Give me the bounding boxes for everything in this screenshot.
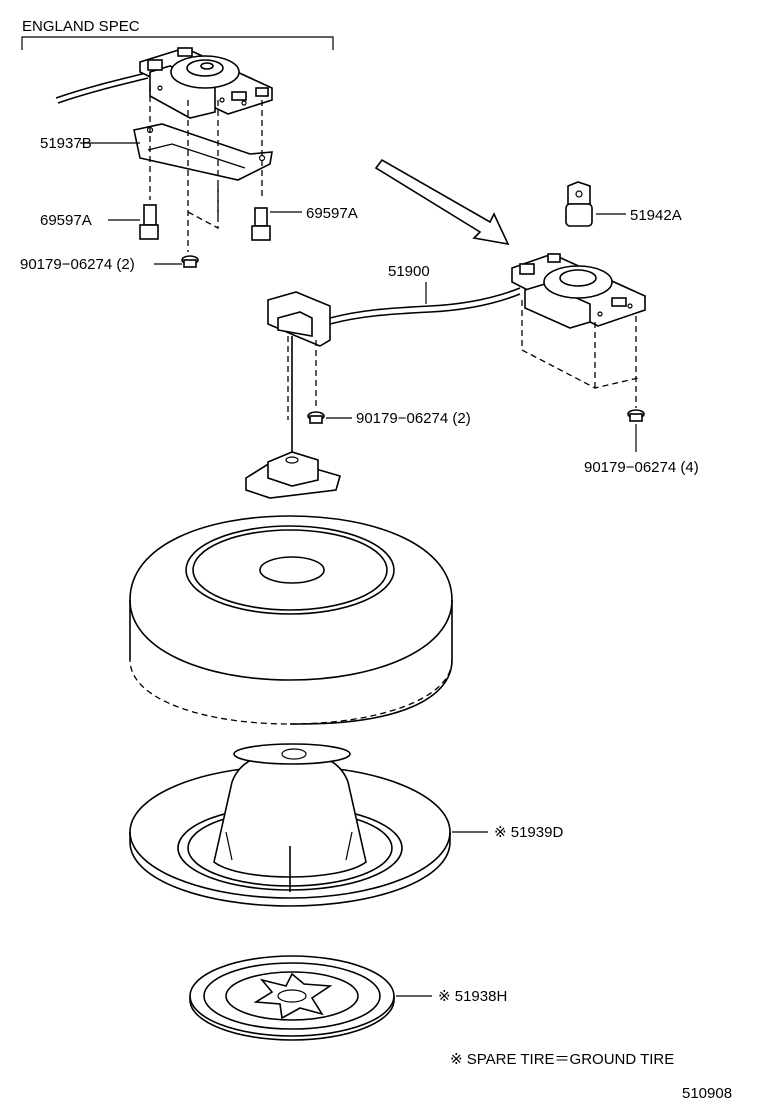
label-90179-mid: 90179−06274 (2): [356, 410, 471, 427]
england-spec-bracket: ENGLAND SPEC: [21, 18, 334, 50]
cap-51942A: [565, 181, 593, 227]
footnote: ※ SPARE TIRE＝GROUND TIRE: [450, 1051, 674, 1068]
winch-assembly-right: [511, 253, 646, 329]
label-51938H: ※ 51938H: [438, 988, 507, 1005]
stud-bolt-left: [139, 204, 159, 240]
label-51939D: ※ 51939D: [494, 824, 563, 841]
direction-arrow: [374, 158, 510, 246]
wheel-51939D: [129, 743, 451, 907]
spare-tire: [129, 515, 453, 725]
hook-plate: [245, 451, 341, 499]
alignment-lines-right: [521, 300, 639, 408]
cable-51900: [329, 287, 521, 325]
alignment-lines-top-left: [149, 86, 263, 252]
bolt-top-left: [181, 255, 199, 268]
label-90179-top-left: 90179−06274 (2): [20, 256, 135, 273]
bolt-mid: [307, 411, 325, 424]
label-90179-right: 90179−06274 (4): [584, 459, 699, 476]
bracket-51937B: [133, 123, 273, 181]
hubcap-51938H: [189, 955, 395, 1041]
label-51942A: 51942A: [630, 207, 682, 224]
label-51937B: 51937B: [40, 135, 92, 152]
diagram-number: 510908: [682, 1085, 732, 1102]
alignment-lines-mid: [287, 336, 317, 420]
stud-bolt-right: [251, 207, 271, 241]
england-spec-label: ENGLAND SPEC: [22, 18, 140, 35]
winch-assembly-england: [55, 47, 273, 119]
cable-end-bracket: [267, 291, 331, 347]
label-69597A-right: 69597A: [306, 205, 358, 222]
label-51900: 51900: [388, 263, 430, 280]
label-69597A-left: 69597A: [40, 212, 92, 229]
bolt-right: [627, 409, 645, 422]
